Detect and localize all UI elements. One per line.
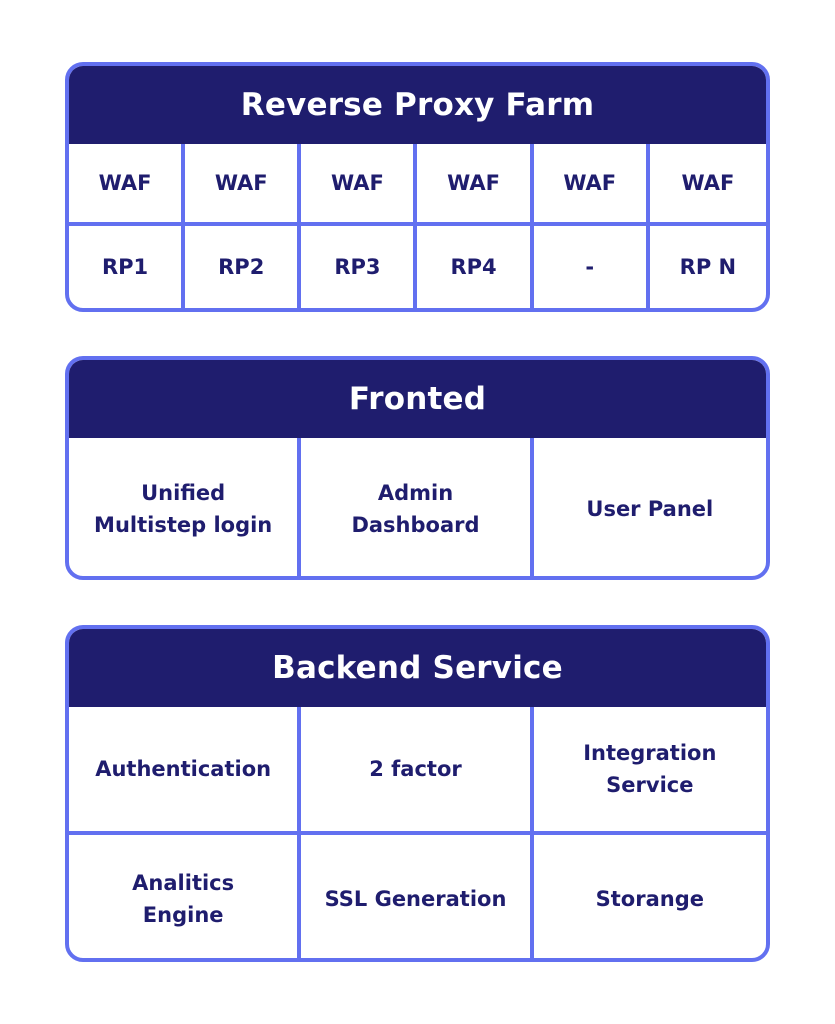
frontend-panel: Fronted Unified Multistep login Admin Da… (65, 356, 770, 580)
rp-cell: RP2 (185, 226, 302, 308)
backend-grid: Authentication 2 factor Integration Serv… (69, 707, 766, 958)
backend-item-integration-service: Integration Service (533, 707, 766, 835)
frontend-title: Fronted (69, 360, 766, 438)
reverse-proxy-farm-title: Reverse Proxy Farm (69, 66, 766, 144)
rp-cell: RP4 (417, 226, 534, 308)
frontend-item-admin-dashboard: Admin Dashboard (301, 438, 534, 576)
waf-cell: WAF (417, 144, 534, 226)
backend-item-ssl-generation: SSL Generation (301, 835, 534, 958)
backend-item-analitics-engine: Analitics Engine (69, 835, 302, 958)
waf-cell: WAF (301, 144, 418, 226)
rp-cell: - (534, 226, 650, 308)
backend-item-2-factor: 2 factor (301, 707, 534, 835)
rp-cell: RP1 (69, 226, 186, 308)
waf-cell: WAF (185, 144, 302, 226)
frontend-item-unified-login: Unified Multistep login (69, 438, 302, 576)
waf-cell: WAF (649, 144, 766, 226)
reverse-proxy-grid: WAF WAF WAF WAF WAF WAF RP1 RP2 RP3 RP4 … (69, 144, 766, 308)
waf-cell: WAF (69, 144, 186, 226)
backend-item-authentication: Authentication (69, 707, 302, 835)
frontend-item-user-panel: User Panel (586, 497, 714, 521)
backend-item-storange: Storange (595, 886, 704, 911)
reverse-proxy-farm-panel: Reverse Proxy Farm WAF WAF WAF WAF WAF W… (65, 62, 770, 312)
waf-cell: WAF (533, 144, 650, 226)
frontend-grid: Unified Multistep login Admin Dashboard … (69, 438, 766, 576)
rp-cell: RP N (679, 255, 737, 279)
backend-service-panel: Backend Service Authentication 2 factor … (65, 625, 770, 962)
rp-cell: RP3 (301, 226, 418, 308)
backend-service-title: Backend Service (69, 629, 766, 707)
